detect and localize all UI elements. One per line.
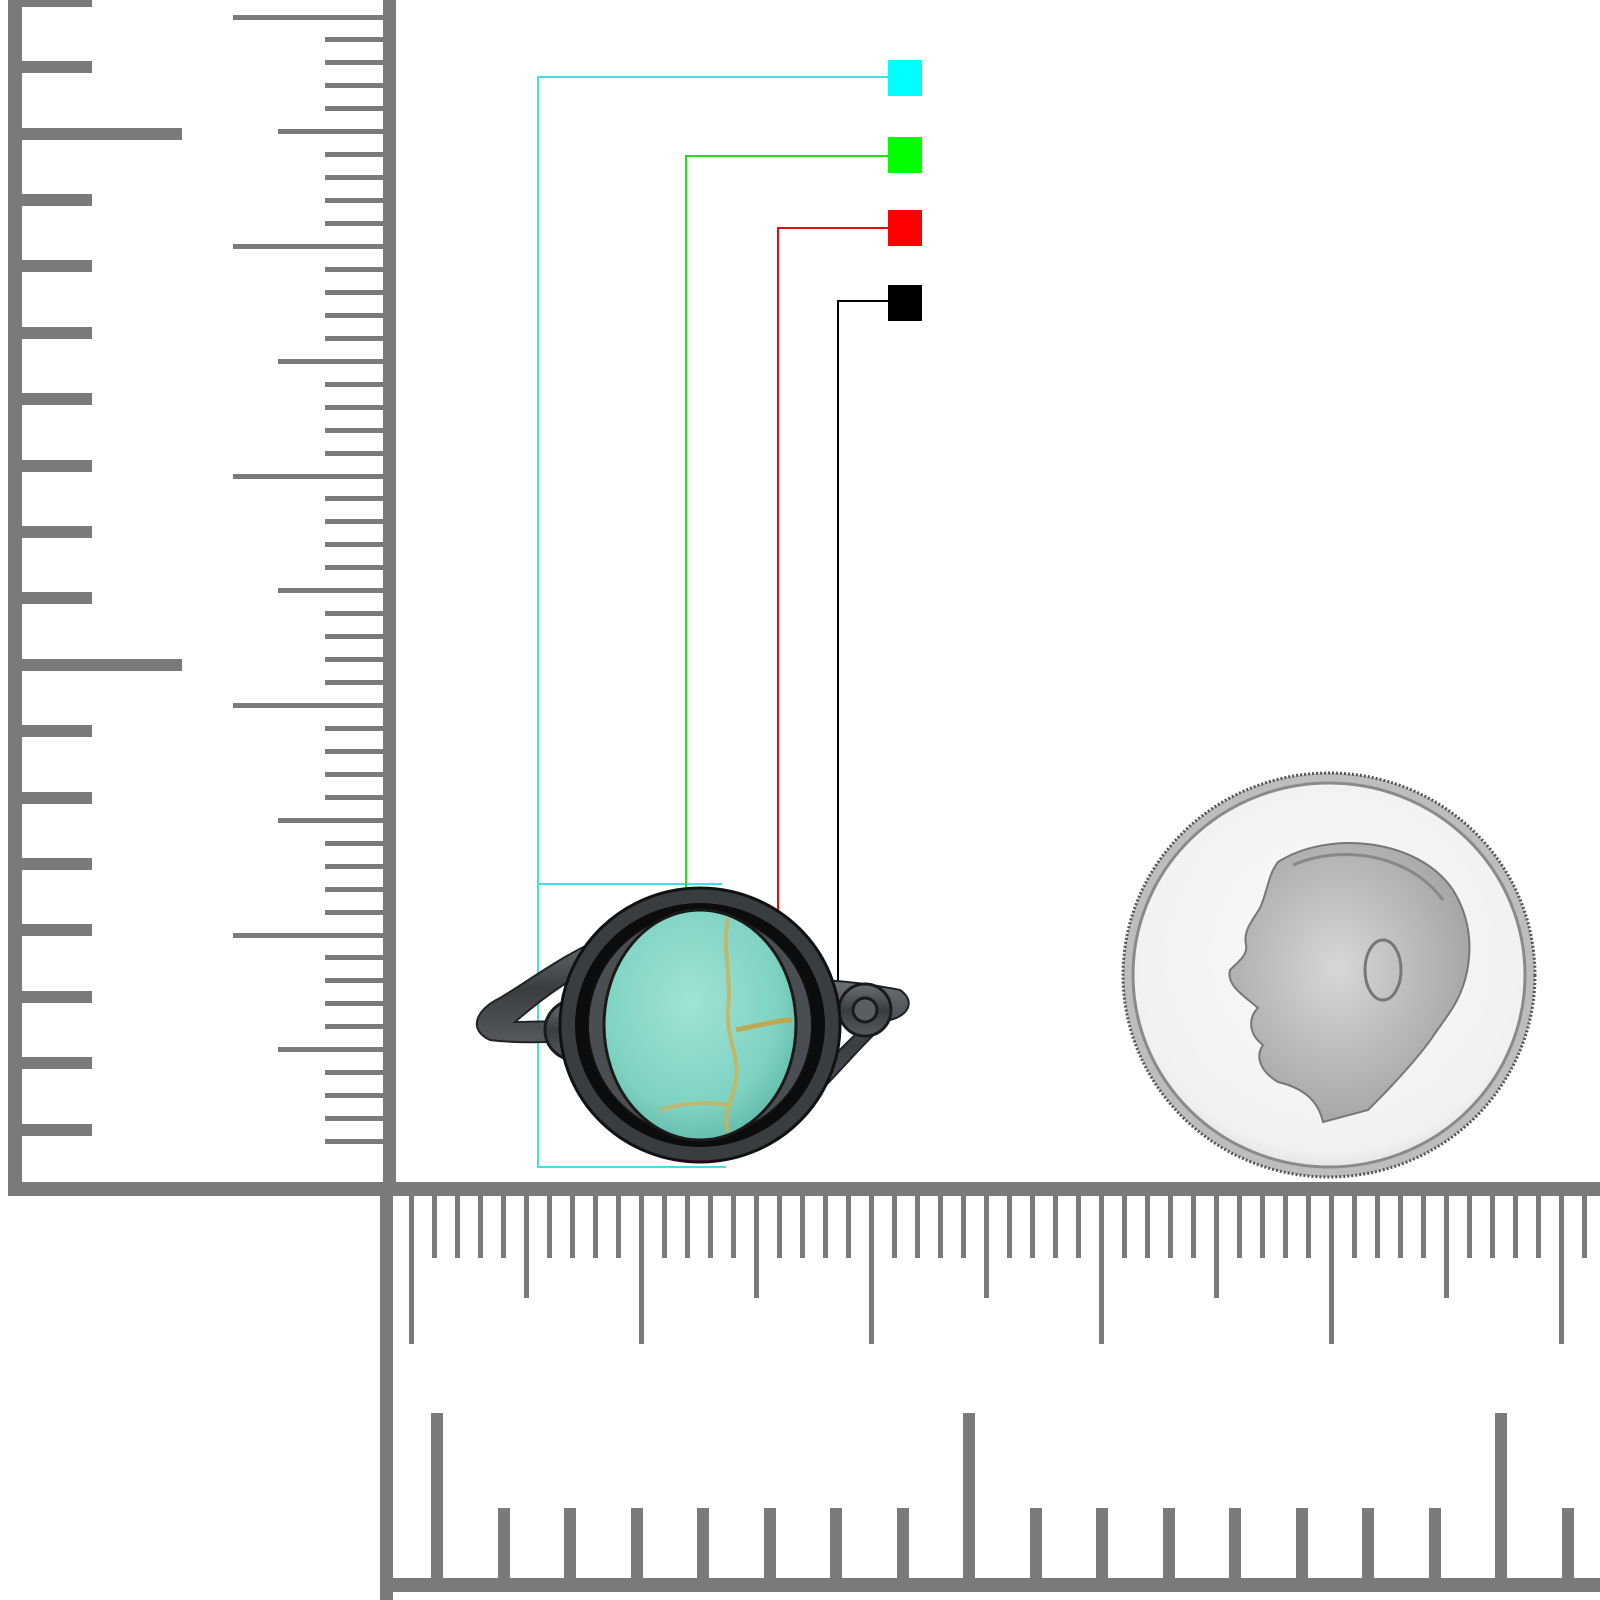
ruler-tick bbox=[325, 198, 383, 203]
ruler-tick bbox=[325, 864, 383, 869]
ruler-tick bbox=[325, 83, 383, 88]
ruler-tick bbox=[22, 659, 182, 671]
ruler-tick bbox=[325, 37, 383, 42]
ruler-tick bbox=[325, 1001, 383, 1006]
ruler-tick bbox=[22, 128, 182, 140]
ruler-tick bbox=[22, 0, 92, 7]
ruler-tick bbox=[22, 393, 92, 405]
ruler-tick bbox=[325, 152, 383, 157]
ruler-tick bbox=[233, 703, 383, 708]
ruler-tick bbox=[325, 887, 383, 892]
ruler-tick bbox=[325, 221, 383, 226]
ruler-tick bbox=[22, 592, 92, 604]
ruler-tick bbox=[325, 336, 383, 341]
ruler-tick bbox=[325, 1116, 383, 1121]
ruler-tick bbox=[325, 565, 383, 570]
ruler-tick bbox=[325, 680, 383, 685]
ruler-tick bbox=[325, 519, 383, 524]
ruler-tick bbox=[325, 978, 383, 983]
ruler-tick bbox=[325, 496, 383, 501]
legend-item-stone bbox=[888, 135, 930, 175]
ruler-tick bbox=[22, 1057, 92, 1069]
ruler-tick bbox=[233, 15, 383, 20]
ruler-tick bbox=[22, 526, 92, 538]
ruler-tick bbox=[22, 260, 92, 272]
ruler-tick bbox=[325, 382, 383, 387]
ruler-tick bbox=[325, 795, 383, 800]
ruler-tick bbox=[325, 405, 383, 410]
ruler-tick bbox=[22, 924, 92, 936]
ruler-tick bbox=[325, 290, 383, 295]
ruler-tick bbox=[233, 474, 383, 479]
ruler-tick bbox=[278, 1047, 383, 1052]
dime-coin-image bbox=[1121, 771, 1537, 1179]
ruler-tick bbox=[325, 267, 383, 272]
ruler-tick bbox=[22, 858, 92, 870]
ruler-tick bbox=[325, 1024, 383, 1029]
ruler-tick bbox=[325, 749, 383, 754]
ruler-tick bbox=[233, 933, 383, 938]
finish-leader-line bbox=[777, 227, 890, 930]
silver-leader-line bbox=[837, 300, 890, 995]
ruler-tick bbox=[278, 129, 383, 134]
green-swatch-icon bbox=[888, 137, 922, 173]
ruler-tick bbox=[325, 1139, 383, 1144]
ruler-tick bbox=[22, 61, 92, 73]
ruler-tick bbox=[22, 1124, 92, 1136]
ruler-tick bbox=[325, 313, 383, 318]
turquoise-leader-line bbox=[685, 155, 890, 975]
ruler-tick bbox=[278, 818, 383, 823]
ruler-tick bbox=[22, 460, 92, 472]
ruler-tick bbox=[325, 772, 383, 777]
ruler-tick bbox=[325, 634, 383, 639]
ruler-tick bbox=[22, 725, 92, 737]
ruler-tick bbox=[325, 611, 383, 616]
red-swatch-icon bbox=[888, 210, 922, 246]
ruler-tick bbox=[325, 451, 383, 456]
ruler-tick bbox=[325, 1093, 383, 1098]
ruler-tick bbox=[325, 1070, 383, 1075]
ruler-tick bbox=[325, 60, 383, 65]
dime-coin bbox=[1118, 770, 1538, 1180]
ruler-tick bbox=[325, 657, 383, 662]
ruler-tick bbox=[325, 841, 383, 846]
turquoise-stone bbox=[602, 908, 798, 1142]
ruler-tick bbox=[22, 327, 92, 339]
left-ruler-mm-edge bbox=[383, 0, 396, 1196]
legend-item-metal bbox=[888, 283, 930, 323]
ring-image bbox=[475, 886, 910, 1164]
ruler-tick bbox=[325, 106, 383, 111]
ruler-tick bbox=[325, 175, 383, 180]
ruler-tick bbox=[278, 588, 383, 593]
ruler-tick bbox=[22, 194, 92, 206]
coin-portrait bbox=[1228, 842, 1471, 1124]
left-ruler bbox=[0, 0, 400, 1200]
left-ruler-bottom-edge bbox=[8, 1182, 396, 1196]
face-measurement-bracket bbox=[537, 76, 890, 1168]
ruler-tick bbox=[325, 726, 383, 731]
ruler-tick bbox=[325, 428, 383, 433]
ruler-tick bbox=[278, 359, 383, 364]
ruler-tick bbox=[325, 910, 383, 915]
left-ruler-outer-edge bbox=[8, 0, 22, 1196]
black-swatch-icon bbox=[888, 285, 922, 321]
ruler-tick bbox=[233, 244, 383, 249]
ruler-tick bbox=[325, 955, 383, 960]
ruler-tick bbox=[22, 991, 92, 1003]
cyan-swatch-icon bbox=[888, 60, 922, 96]
legend-item-face-measurements bbox=[888, 58, 930, 98]
legend-item-finish bbox=[888, 208, 930, 248]
ruler-tick bbox=[325, 542, 383, 547]
ruler-tick bbox=[22, 792, 92, 804]
